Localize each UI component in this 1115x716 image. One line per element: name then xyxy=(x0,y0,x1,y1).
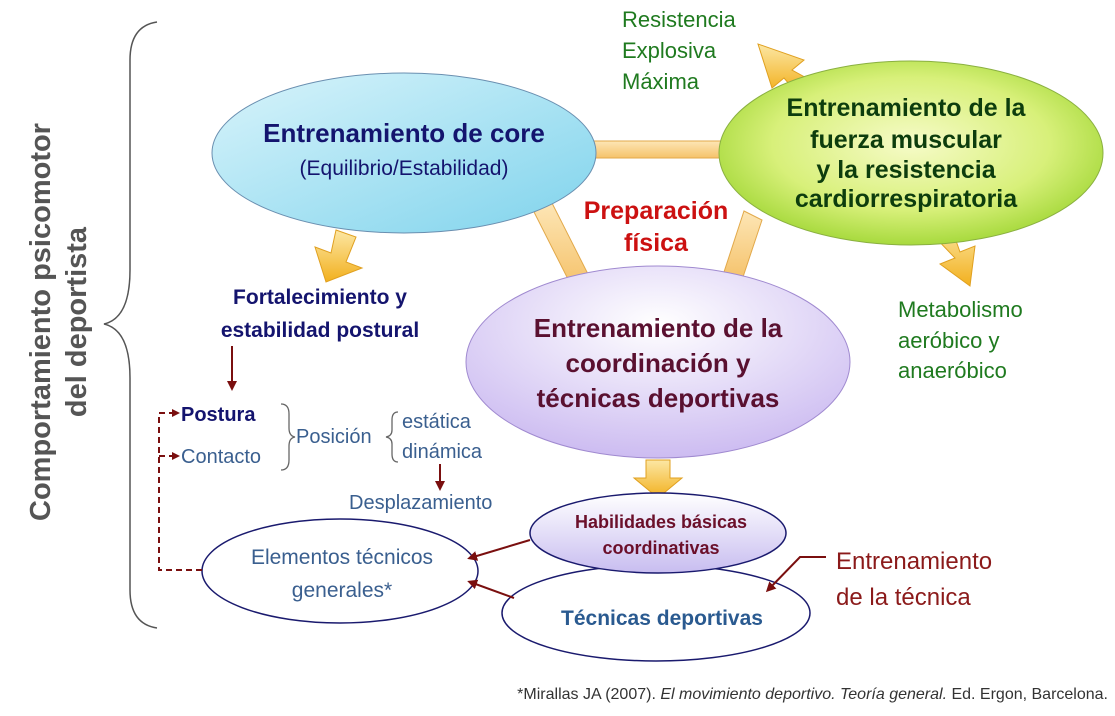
dashed-arrowhead-contacto xyxy=(172,452,180,460)
side-label-line-1: Comportamiento psicomotor xyxy=(25,123,57,521)
side-label: Comportamiento psicomotor del deportista xyxy=(25,123,93,521)
metabolismo-item-3: anaeróbico xyxy=(898,358,1007,383)
elementos-ellipse xyxy=(201,518,479,624)
resistencia-item-2: Explosiva xyxy=(622,38,717,63)
entrenamiento-tecnica-line-1: Entrenamiento xyxy=(836,548,992,575)
posicion-label: Posición xyxy=(296,426,372,448)
arrow-coord-to-habilidades xyxy=(632,459,684,499)
desplazamiento-label: Desplazamiento xyxy=(349,492,492,514)
arrow-core-to-fortalecimiento xyxy=(314,229,364,283)
estatica-label: estática xyxy=(402,411,472,433)
dashed-feedback-line xyxy=(158,412,202,571)
habilidades-line-2: coordinativas xyxy=(602,538,719,558)
citation-prefix: *Mirallas JA (2007). xyxy=(517,686,661,703)
fuerza-ellipse xyxy=(718,60,1104,246)
citation-title: El movimiento deportivo. Teoría general. xyxy=(660,686,948,703)
fuerza-line-4: cardiorrespiratoria xyxy=(795,185,1018,213)
citation: *Mirallas JA (2007). El movimiento depor… xyxy=(0,686,1108,704)
citation-suffix: Ed. Ergon, Barcelona. xyxy=(947,686,1108,703)
postura-contacto-brace xyxy=(280,403,296,471)
estatica-dinamica-brace xyxy=(385,411,399,463)
core-subtitle: (Equilibrio/Estabilidad) xyxy=(300,157,509,180)
left-brace xyxy=(103,21,158,629)
core-title: Entrenamiento de core xyxy=(263,118,545,148)
connector-bars xyxy=(533,140,763,288)
elementos-line-2: generales* xyxy=(292,579,392,602)
fuerza-line-2: fuerza muscular xyxy=(810,126,1002,154)
fuerza-line-3: y la resistencia xyxy=(816,156,996,184)
fortalecimiento-line-1: Fortalecimiento y xyxy=(233,286,407,309)
coordinacion-line-3: técnicas deportivas xyxy=(537,383,780,413)
coordinacion-ellipse xyxy=(465,265,851,459)
side-label-line-2: del deportista xyxy=(61,226,93,417)
metabolismo-item-2: aeróbico y xyxy=(898,328,1000,353)
center-label-line-2: física xyxy=(624,229,689,257)
entrenamiento-tecnica-line-2: de la técnica xyxy=(836,584,971,611)
core-ellipse xyxy=(211,72,597,234)
fuerza-line-1: Entrenamiento de la xyxy=(787,94,1027,122)
arrow-entrenamiento-tecnica xyxy=(765,556,826,593)
resistencia-list: Resistencia Explosiva Máxima xyxy=(622,7,736,94)
resistencia-item-3: Máxima xyxy=(622,69,700,94)
postura-label: Postura xyxy=(181,404,256,426)
center-label-line-1: Preparación xyxy=(584,197,729,225)
dashed-arrowhead-postura xyxy=(172,409,180,417)
coordinacion-text: Entrenamiento de la coordinación y técni… xyxy=(534,313,783,413)
dinamica-label: dinámica xyxy=(402,441,483,463)
habilidades-line-1: Habilidades básicas xyxy=(575,512,747,532)
arrow-habilidades-to-elementos xyxy=(467,539,531,561)
arrow-tecnicas-to-elementos xyxy=(467,579,515,599)
elementos-line-1: Elementos técnicos xyxy=(251,546,433,569)
coordinacion-line-2: coordinación y xyxy=(566,348,751,378)
metabolismo-list: Metabolismo aeróbico y anaeróbico xyxy=(898,297,1023,383)
contacto-label: Contacto xyxy=(181,446,261,468)
fuerza-text: Entrenamiento de la fuerza muscular y la… xyxy=(787,94,1027,213)
fortalecimiento-line-2: estabilidad postural xyxy=(221,319,419,342)
resistencia-item-1: Resistencia xyxy=(622,7,736,32)
habilidades-ellipse xyxy=(529,492,787,574)
coordinacion-line-1: Entrenamiento de la xyxy=(534,313,783,343)
tecnicas-label: Técnicas deportivas xyxy=(561,607,763,630)
metabolismo-item-1: Metabolismo xyxy=(898,297,1023,322)
